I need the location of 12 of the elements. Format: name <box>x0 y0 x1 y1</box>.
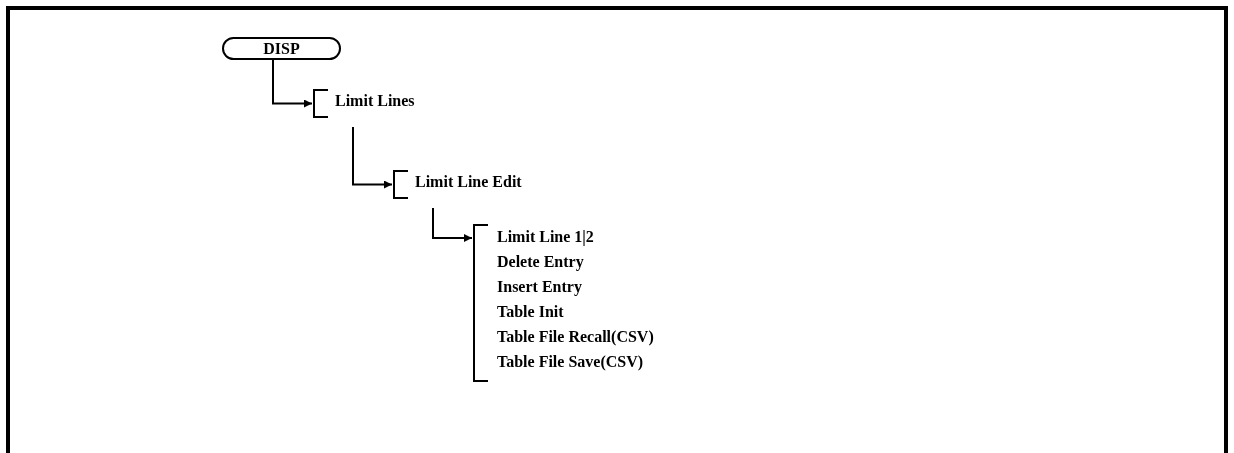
menu-item-label: Table File Recall(CSV) <box>497 328 654 346</box>
arrow <box>432 207 473 242</box>
menu-item-label: Table Init <box>497 303 564 321</box>
menu-item-label: Limit Lines <box>335 92 415 110</box>
menu-item-label: Limit Line 1|2 <box>497 228 594 246</box>
start-terminal: DISP <box>222 37 341 60</box>
menu-item-label: Insert Entry <box>497 278 582 296</box>
arrow <box>352 126 393 189</box>
menu-item-label: Delete Entry <box>497 253 584 271</box>
menu-item-label: Table File Save(CSV) <box>497 353 644 371</box>
arrow <box>272 59 313 108</box>
menu-item-label: Limit Line Edit <box>415 173 522 191</box>
